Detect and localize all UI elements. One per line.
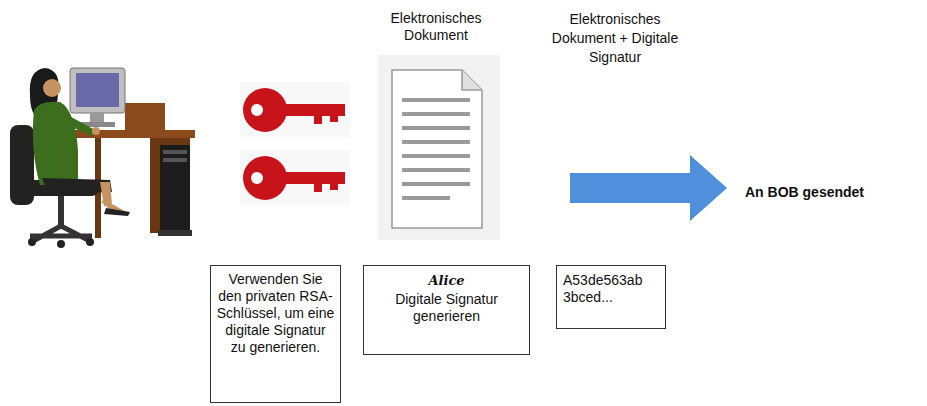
recipient-label: An BOB gesendet <box>745 184 923 201</box>
instruction-box: Verwenden Sie den privaten RSA-Schlüssel… <box>210 265 341 403</box>
document-signature-label: Elektronisches Dokument + Digitale Signa… <box>545 10 685 67</box>
signature-value-box: A53de563ab 3bced... <box>556 265 666 329</box>
box-text: A53de563ab 3bced... <box>563 272 659 306</box>
document-icon <box>378 55 500 240</box>
signer-name: Alice <box>428 272 464 289</box>
rsa-key-icon <box>240 150 350 205</box>
woman-at-desk <box>10 68 195 248</box>
document-label: Elektronisches Dokument <box>372 10 500 44</box>
box-text: Digitale Signatur generieren <box>370 291 523 325</box>
box-text: Verwenden Sie den privaten RSA-Schlüssel… <box>216 271 335 356</box>
send-arrow <box>570 155 727 221</box>
process-box: AliceDigitale Signatur generieren <box>363 265 530 355</box>
rsa-key-icon <box>240 82 350 137</box>
